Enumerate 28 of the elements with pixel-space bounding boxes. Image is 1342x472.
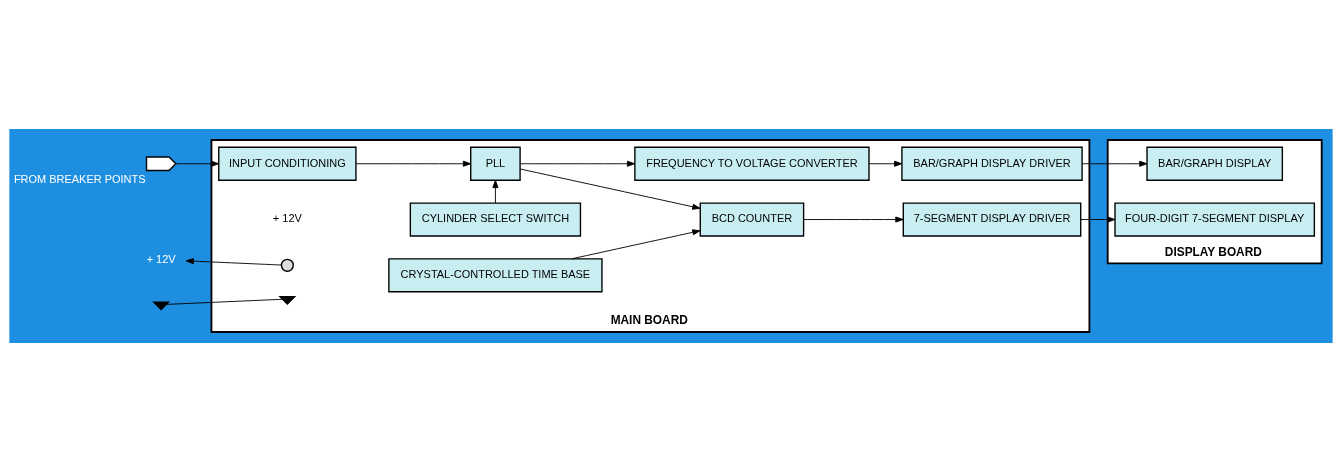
node-box: INPUT CONDITIONING <box>218 146 357 181</box>
arrow <box>185 258 282 266</box>
node-box: BAR/GRAPH DISPLAY <box>1146 146 1284 181</box>
node-box: FOUR-DIGIT 7-SEGMENT DISPLAY <box>1114 202 1316 237</box>
node-label: + 12V <box>272 212 302 225</box>
arrow <box>175 160 220 167</box>
node-box: CRYSTAL-CONTROLLED TIME BASE <box>388 258 603 293</box>
arrow <box>803 216 904 223</box>
connector <box>166 298 283 305</box>
arrow <box>492 179 499 204</box>
arrow <box>868 160 903 167</box>
node-text: + 12V <box>146 252 176 265</box>
node-circle <box>280 258 294 272</box>
arrow <box>519 160 636 167</box>
arrow <box>355 160 472 167</box>
node-box: FREQUENCY TO VOLTAGE CONVERTER <box>634 146 870 181</box>
node-box: BCD COUNTER <box>699 202 805 237</box>
node-box: 7-SEGMENT DISPLAY DRIVER <box>902 202 1082 237</box>
node-box: PLL <box>470 146 521 181</box>
arrow <box>519 168 701 210</box>
arrow <box>1081 160 1148 167</box>
node-box: BAR/GRAPH DISPLAY DRIVER <box>901 146 1083 181</box>
node-ground <box>278 295 297 306</box>
node-label: FROM BREAKER POINTS <box>13 172 146 185</box>
node-ground <box>152 301 171 311</box>
arrow <box>571 229 701 260</box>
arrow <box>1080 216 1116 223</box>
node-box: CYLINDER SELECT SWITCH <box>409 202 582 237</box>
